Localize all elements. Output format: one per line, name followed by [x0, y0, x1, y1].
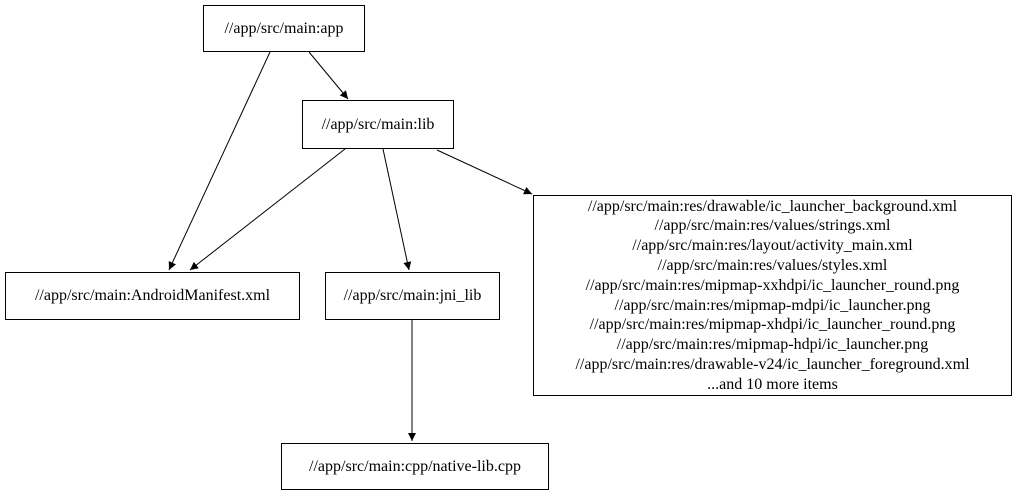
- res-group-line: //app/src/main:res/values/strings.xml: [654, 217, 891, 235]
- res-group-line: //app/src/main:res/mipmap-mdpi/ic_launch…: [614, 296, 931, 314]
- res-group-line: //app/src/main:res/values/styles.xml: [657, 256, 888, 274]
- node-android-manifest: //app/src/main:AndroidManifest.xml: [5, 272, 300, 320]
- res-group-line: //app/src/main:res/layout/activity_main.…: [632, 237, 913, 255]
- edge-lib-to-manifest-arrow: [189, 148, 346, 271]
- res-group-line: //app/src/main:res/mipmap-xhdpi/ic_launc…: [589, 316, 956, 334]
- res-group-line: //app/src/main:res/drawable-v24/ic_launc…: [575, 355, 970, 373]
- res-group-line: //app/src/main:res/mipmap-xxhdpi/ic_laun…: [585, 276, 960, 294]
- node-native-lib-cpp-label: //app/src/main:cpp/native-lib.cpp: [309, 457, 521, 475]
- node-lib-label: //app/src/main:lib: [321, 115, 435, 133]
- res-group-line: //app/src/main:res/drawable/ic_launcher_…: [587, 197, 958, 215]
- edge-app-to-lib-arrow: [308, 51, 349, 100]
- res-group-line: //app/src/main:res/mipmap-hdpi/ic_launch…: [616, 336, 929, 354]
- res-group-more-items-label: ...and 10 more items: [707, 375, 838, 393]
- node-app: //app/src/main:app: [203, 5, 365, 52]
- edge-lib-to-jni-lib-arrow: [382, 148, 412, 271]
- node-jni-lib: //app/src/main:jni_lib: [325, 272, 500, 320]
- node-res-group: //app/src/main:res/drawable/ic_launcher_…: [533, 195, 1012, 396]
- edge-lib-to-res-group-arrow: [436, 149, 533, 195]
- edge-app-to-manifest-arrow: [168, 51, 271, 271]
- node-android-manifest-label: //app/src/main:AndroidManifest.xml: [34, 287, 271, 304]
- node-jni-lib-label: //app/src/main:jni_lib: [343, 287, 482, 304]
- node-native-lib-cpp: //app/src/main:cpp/native-lib.cpp: [281, 443, 549, 490]
- node-lib: //app/src/main:lib: [302, 100, 454, 149]
- node-app-label: //app/src/main:app: [224, 19, 344, 37]
